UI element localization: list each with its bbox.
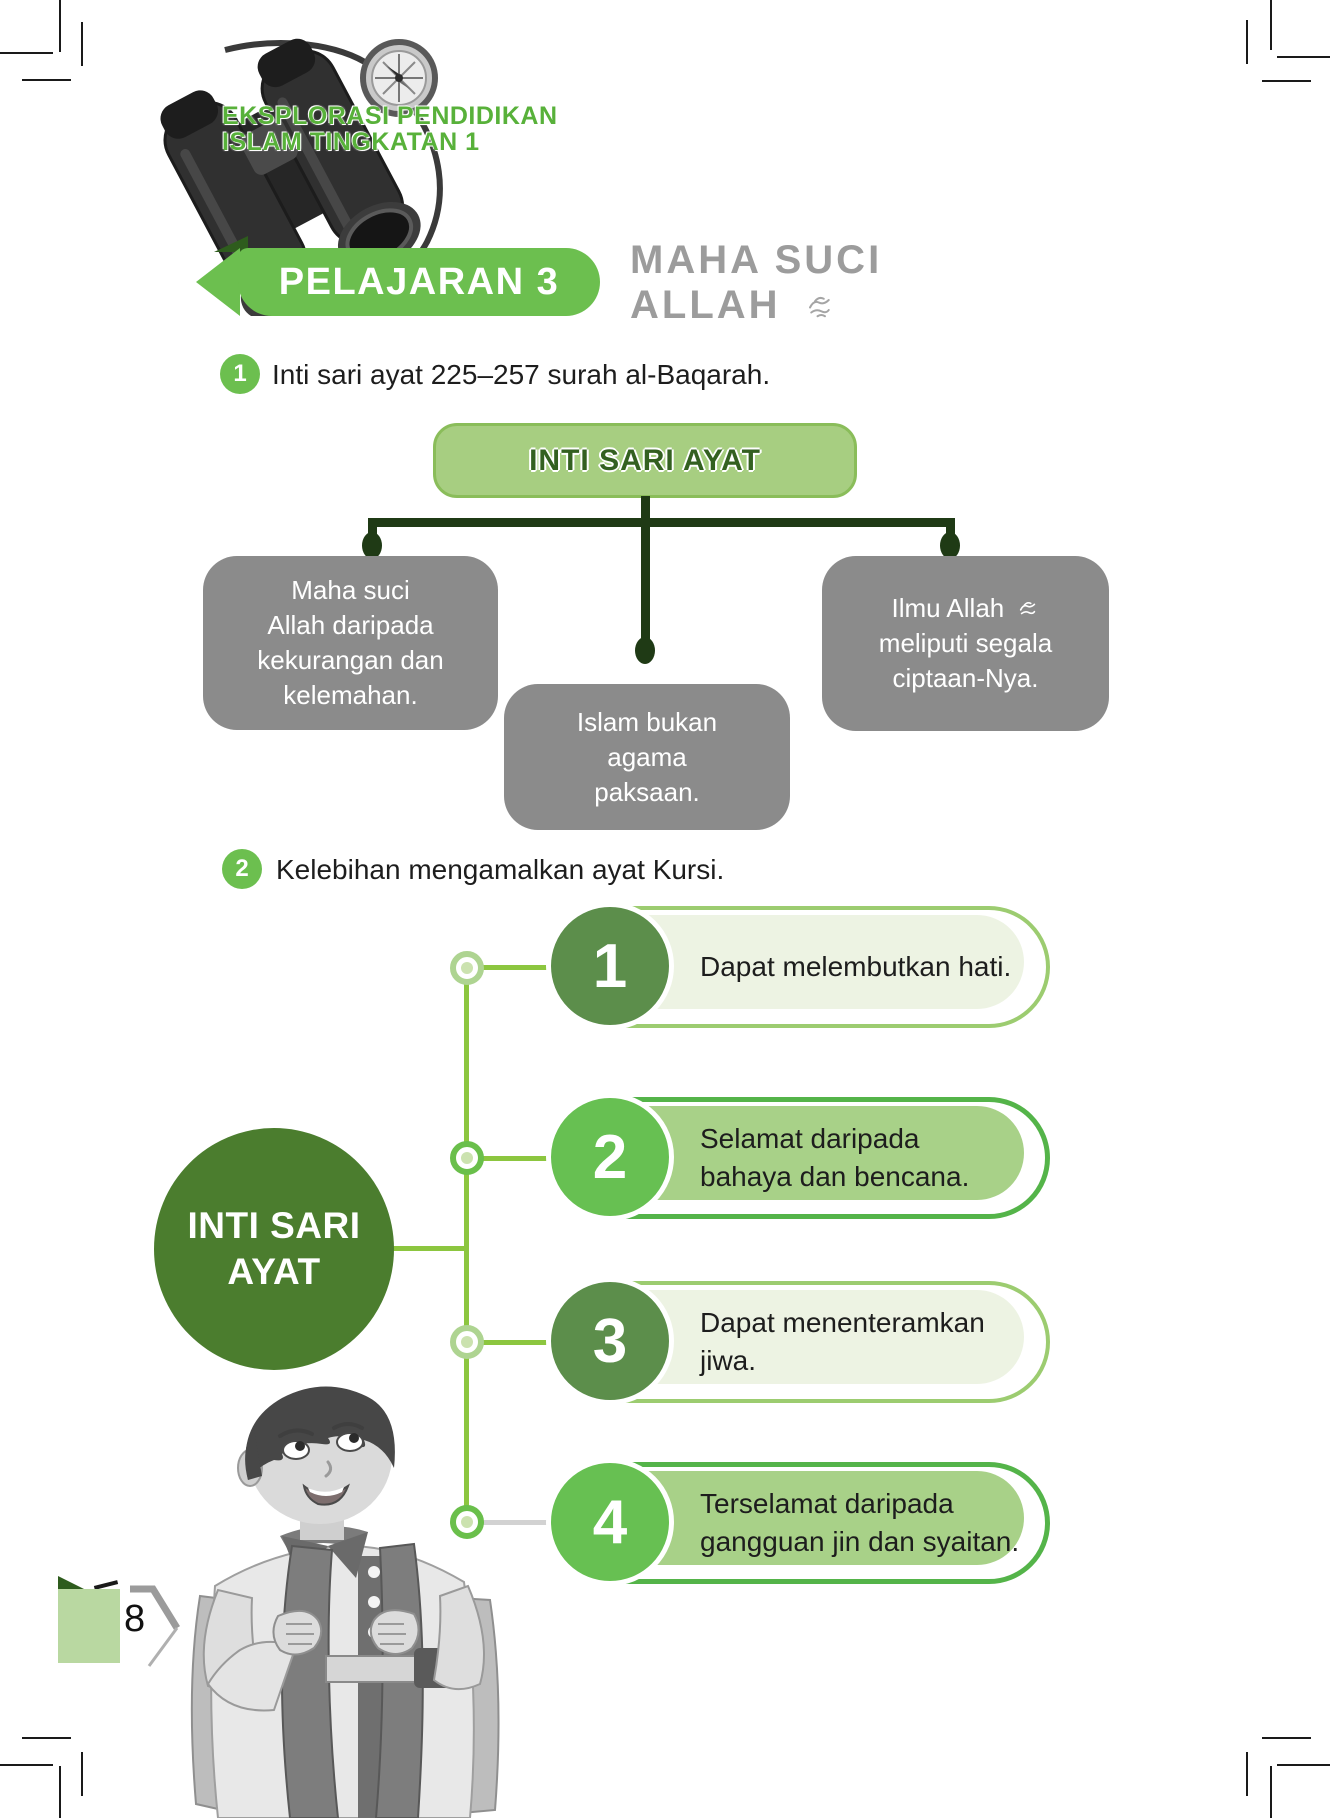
ring-dot bbox=[461, 1152, 473, 1164]
crop-mark bbox=[1246, 1752, 1248, 1796]
section-1-text: Inti sari ayat 225–257 surah al-Baqarah. bbox=[272, 359, 771, 390]
concept-box-line: ciptaan-Nya. bbox=[892, 663, 1039, 693]
benefit-text: Dapat menenteramkan jiwa. bbox=[700, 1281, 1020, 1403]
page-tab bbox=[58, 1589, 120, 1663]
diagram2-center-circle: INTI SARI AYAT bbox=[154, 1128, 394, 1370]
tab-fold bbox=[58, 1576, 86, 1590]
lesson-title: MAHA SUCI ALLAH bbox=[630, 238, 882, 328]
benefit-node-ring bbox=[450, 951, 484, 985]
concept-box-maha-suci: Maha suci Allah daripada kekurangan dan … bbox=[203, 556, 498, 730]
student-boy-illustration bbox=[190, 1386, 500, 1818]
concept-box-ilmu-allah: Ilmu Allah meliputi segala ciptaan-Nya. bbox=[822, 556, 1109, 731]
section-1-number: 1 bbox=[220, 354, 260, 394]
center-circle-line1: INTI SARI bbox=[187, 1205, 361, 1246]
section-2-text: Kelebihan mengamalkan ayat Kursi. bbox=[276, 854, 725, 885]
benefit-line: Dapat melembutkan hati. bbox=[700, 951, 1012, 982]
crop-mark bbox=[1277, 56, 1330, 58]
benefit-line: jiwa. bbox=[700, 1345, 757, 1376]
concept-box-text: Ilmu Allah meliputi segala ciptaan-Nya. bbox=[879, 591, 1052, 696]
concept-box-line: Allah daripada bbox=[267, 610, 434, 640]
concept-box-line: kelemahan. bbox=[283, 680, 418, 710]
benefit-number: 2 bbox=[546, 1093, 674, 1221]
benefit-connector bbox=[470, 965, 562, 970]
banner-tail bbox=[196, 248, 240, 316]
benefit-text: Selamat daripada bahaya dan bencana. bbox=[700, 1097, 1020, 1219]
page-number: 8 bbox=[124, 1598, 146, 1640]
book-label: EKSPLORASI PENDIDIKAN ISLAM TINGKATAN 1 bbox=[222, 103, 558, 155]
connector-line bbox=[946, 518, 955, 536]
section-2-number: 2 bbox=[222, 849, 262, 889]
connector-dot bbox=[635, 637, 655, 664]
lesson-title-line1: MAHA SUCI bbox=[630, 238, 883, 282]
benefit-line: Dapat menenteramkan bbox=[700, 1307, 985, 1338]
ring-dot bbox=[461, 1516, 473, 1528]
chevron-arrow-icon bbox=[130, 1585, 180, 1667]
concept-box-islam-bukan: Islam bukan agama paksaan. bbox=[504, 684, 790, 830]
lesson-title-line2-text: ALLAH bbox=[630, 283, 781, 327]
lesson-title-line2: ALLAH bbox=[630, 283, 882, 328]
crop-mark bbox=[1270, 0, 1272, 50]
ring-dot bbox=[461, 1336, 473, 1348]
crop-mark bbox=[1262, 1737, 1311, 1739]
connector-line bbox=[368, 518, 955, 527]
concept-box-line: paksaan. bbox=[594, 776, 700, 807]
crop-mark bbox=[0, 1764, 53, 1766]
diagram1-title-box: INTI SARI AYAT bbox=[433, 423, 857, 498]
crop-mark bbox=[59, 1766, 61, 1818]
ring-dot bbox=[461, 962, 473, 974]
crop-mark bbox=[22, 79, 71, 81]
benefit-line: Terselamat daripada bbox=[700, 1488, 954, 1519]
book-label-line1: EKSPLORASI PENDIDIKAN bbox=[222, 102, 558, 130]
center-connector-line bbox=[390, 1246, 468, 1251]
swt-calligraphy-icon bbox=[1017, 597, 1039, 619]
benefit-item-1: 1 Dapat melembutkan hati. bbox=[546, 902, 1050, 1030]
benefit-connector bbox=[470, 1340, 562, 1345]
concept-box-line: agama bbox=[607, 741, 687, 772]
benefit-connector bbox=[470, 1520, 562, 1525]
benefit-text: Terselamat daripada gangguan jin dan sya… bbox=[700, 1462, 1020, 1584]
benefit-node-ring bbox=[450, 1505, 484, 1539]
benefit-item-4: 4 Terselamat daripada gangguan jin dan s… bbox=[546, 1458, 1050, 1586]
connector-line bbox=[641, 518, 650, 640]
book-label-line2: ISLAM TINGKATAN 1 bbox=[222, 128, 480, 156]
crop-mark bbox=[22, 1737, 71, 1739]
crop-mark bbox=[1246, 20, 1248, 64]
crop-mark bbox=[1270, 1766, 1272, 1818]
compass-icon bbox=[360, 39, 438, 117]
spine-line bbox=[464, 968, 469, 1522]
concept-box-line: meliputi segala bbox=[878, 628, 1053, 658]
benefit-item-2: 2 Selamat daripada bahaya dan bencana. bbox=[546, 1093, 1050, 1221]
concept-box-text: Maha suci Allah daripada kekurangan dan … bbox=[257, 573, 443, 713]
benefit-text: Dapat melembutkan hati. bbox=[700, 906, 1020, 1028]
benefit-item-3: 3 Dapat menenteramkan jiwa. bbox=[546, 1277, 1050, 1405]
connector-line bbox=[368, 518, 377, 536]
concept-box-line: Maha suci bbox=[291, 575, 410, 605]
crop-mark bbox=[1262, 80, 1311, 82]
crop-mark bbox=[81, 1752, 83, 1796]
crop-mark bbox=[59, 0, 61, 52]
crop-mark bbox=[81, 22, 83, 66]
connector-dot bbox=[940, 532, 960, 559]
concept-box-text: Islam bukan agama paksaan. bbox=[577, 705, 717, 810]
concept-box-line: Ilmu Allah bbox=[891, 593, 1005, 623]
benefit-connector bbox=[470, 1156, 562, 1161]
concept-box-line: kekurangan dan bbox=[257, 645, 444, 675]
swt-calligraphy-icon bbox=[805, 290, 835, 320]
benefit-line: gangguan jin dan syaitan. bbox=[700, 1526, 1020, 1557]
crop-mark bbox=[0, 52, 53, 54]
benefit-node-ring bbox=[450, 1325, 484, 1359]
lesson-badge: PELAJARAN 3 bbox=[238, 248, 600, 316]
center-circle-line2: AYAT bbox=[227, 1251, 321, 1292]
connector-dot bbox=[362, 532, 382, 559]
concept-box-line: Islam bukan bbox=[576, 706, 718, 737]
benefit-node-ring bbox=[450, 1141, 484, 1175]
benefit-line: bahaya dan bencana. bbox=[700, 1161, 970, 1192]
benefit-number: 1 bbox=[546, 902, 674, 1030]
benefit-number: 3 bbox=[546, 1277, 674, 1405]
crop-mark bbox=[1277, 1764, 1330, 1766]
benefit-line: Selamat daripada bbox=[700, 1123, 920, 1154]
connector-line bbox=[641, 496, 650, 520]
benefit-number: 4 bbox=[546, 1458, 674, 1586]
